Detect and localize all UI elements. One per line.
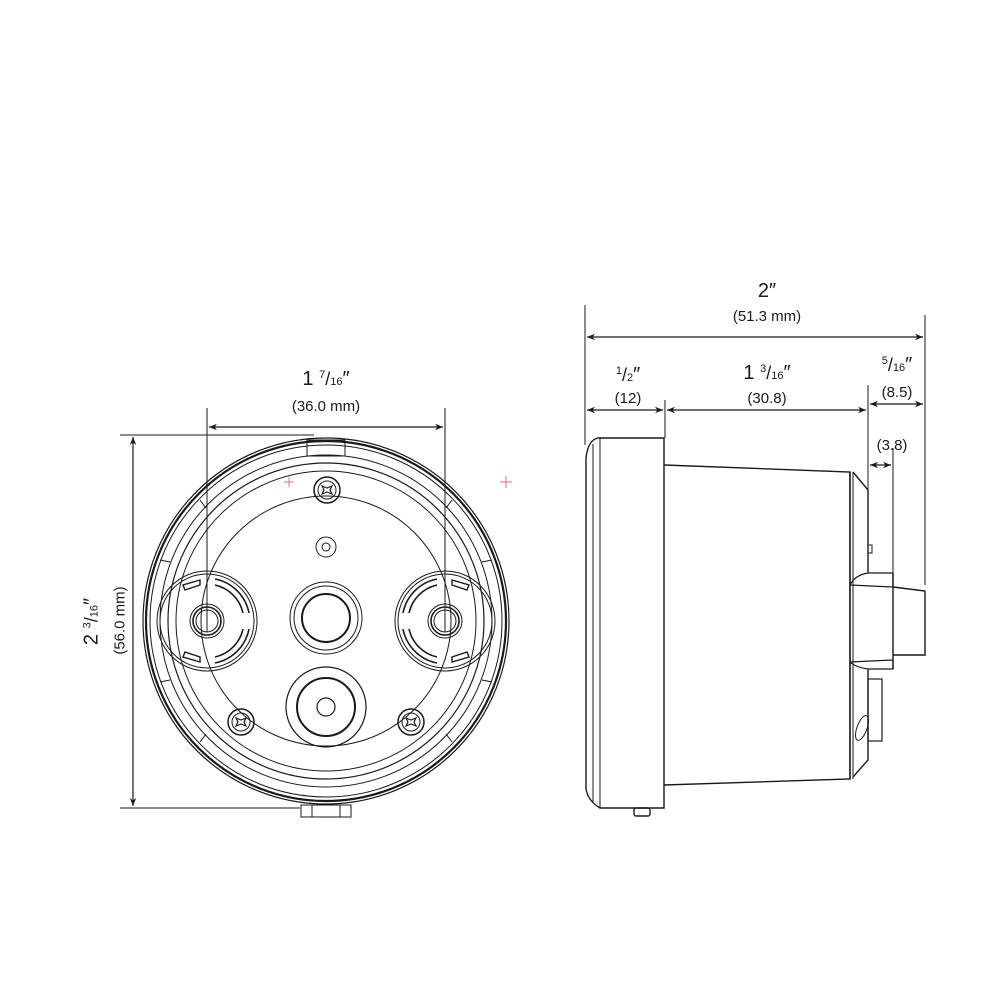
clip-depth-metric: (3.8) bbox=[876, 437, 908, 454]
front-height-metric: (56.0 mm) bbox=[111, 586, 129, 655]
connector-depth-metric: (8.5) bbox=[881, 384, 913, 401]
right-emitter bbox=[394, 570, 496, 672]
overall-depth-imperial: 2″ bbox=[757, 280, 777, 302]
front-height-imperial: 2 3/16″ bbox=[80, 597, 103, 646]
front-view bbox=[120, 408, 510, 818]
front-width-imperial: 1 7/16″ bbox=[302, 368, 350, 390]
side-view bbox=[584, 305, 926, 817]
front-width-metric: (36.0 mm) bbox=[291, 398, 361, 415]
bezel-depth-metric: (12) bbox=[614, 390, 642, 407]
connector-depth-imperial: 5/16″ bbox=[881, 354, 913, 376]
body-depth-imperial: 1 3/16″ bbox=[743, 362, 791, 384]
bezel-depth-imperial: 1/2″ bbox=[615, 364, 641, 386]
overall-depth-metric: (51.3 mm) bbox=[732, 308, 802, 325]
left-emitter bbox=[156, 570, 258, 672]
body-depth-metric: (30.8) bbox=[747, 390, 787, 407]
center-marks bbox=[284, 476, 512, 488]
